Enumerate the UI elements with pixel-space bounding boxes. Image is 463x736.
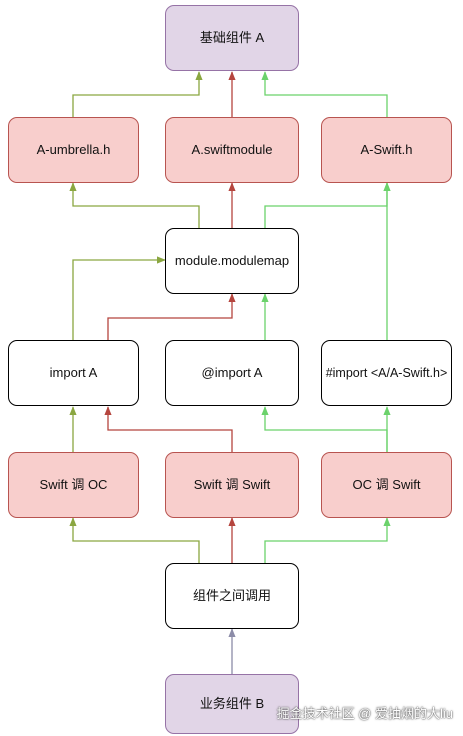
node-import-a: import A	[8, 340, 139, 406]
node-business-component-b: 业务组件 B	[165, 674, 299, 734]
edge-modulemap-to-swifth	[264, 182, 391, 228]
edge-modulemap-to-umbrella	[69, 182, 200, 228]
node-swift-header: A-Swift.h	[321, 117, 452, 183]
node-inter-component-call: 组件之间调用	[165, 563, 299, 629]
watermark: 掘金技术社区 @ 爱抽烟的大liu	[276, 706, 453, 721]
node-swift-calls-oc: Swift 调 OC	[8, 452, 139, 518]
edge-swiftswift-to-importa	[104, 406, 233, 452]
edge-swifth-to-base	[261, 71, 388, 117]
node-umbrella-header: A-umbrella.h	[8, 117, 139, 183]
edge-between-to-ocswift	[264, 517, 391, 563]
edge-importa-to-modulemap	[72, 256, 166, 340]
node-at-import-a: @import A	[165, 340, 299, 406]
edge-ocswift-to-atimport	[261, 406, 388, 452]
node-hash-import-swift-header: #import <A/A-Swift.h>	[321, 340, 452, 406]
node-oc-calls-swift: OC 调 Swift	[321, 452, 452, 518]
node-modulemap: module.modulemap	[165, 228, 299, 294]
edge-umbrella-to-base	[72, 71, 203, 117]
node-base-component-a: 基础组件 A	[165, 5, 299, 71]
edge-between-to-swiftoc	[69, 517, 200, 563]
edge-importa-to-modulemap-red	[107, 293, 236, 340]
node-swiftmodule: A.swiftmodule	[165, 117, 299, 183]
node-swift-calls-swift: Swift 调 Swift	[165, 452, 299, 518]
